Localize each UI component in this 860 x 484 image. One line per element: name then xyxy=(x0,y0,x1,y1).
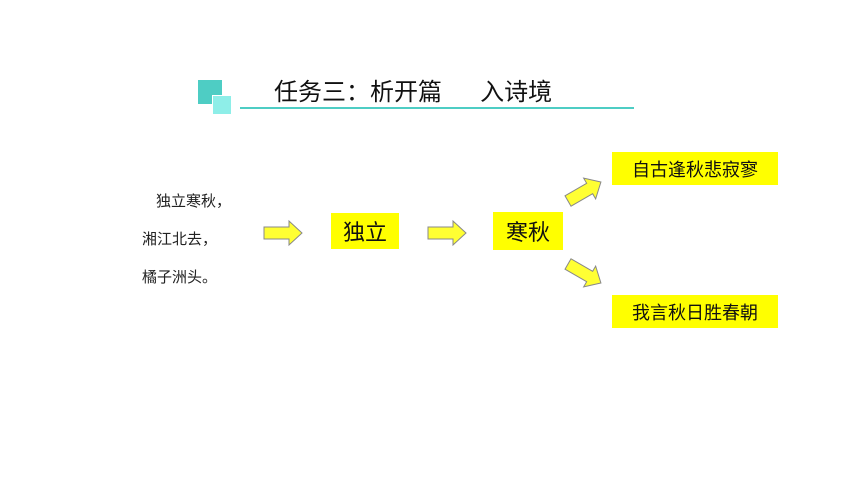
poem-line-3: 橘子洲头。 xyxy=(142,268,218,286)
poem-line-1: 独立寒秋， xyxy=(156,192,232,210)
arrow-down-right-icon xyxy=(564,258,602,288)
arrow-right-icon xyxy=(427,219,467,247)
poem-line-2: 湘江北去， xyxy=(142,230,218,248)
flow-box-branch-bottom: 我言秋日胜春朝 xyxy=(612,295,778,328)
arrow-right-icon xyxy=(263,219,303,247)
arrow-up-right-icon xyxy=(564,177,602,207)
flow-box-step1: 独立 xyxy=(331,213,399,249)
title-decoration-square-light xyxy=(212,95,232,115)
flow-box-branch-top: 自古逢秋悲寂寥 xyxy=(612,152,778,185)
flow-box-step2: 寒秋 xyxy=(493,212,563,250)
slide-title: 任务三：析开篇 入诗境 xyxy=(274,78,553,106)
title-underline xyxy=(240,107,634,109)
